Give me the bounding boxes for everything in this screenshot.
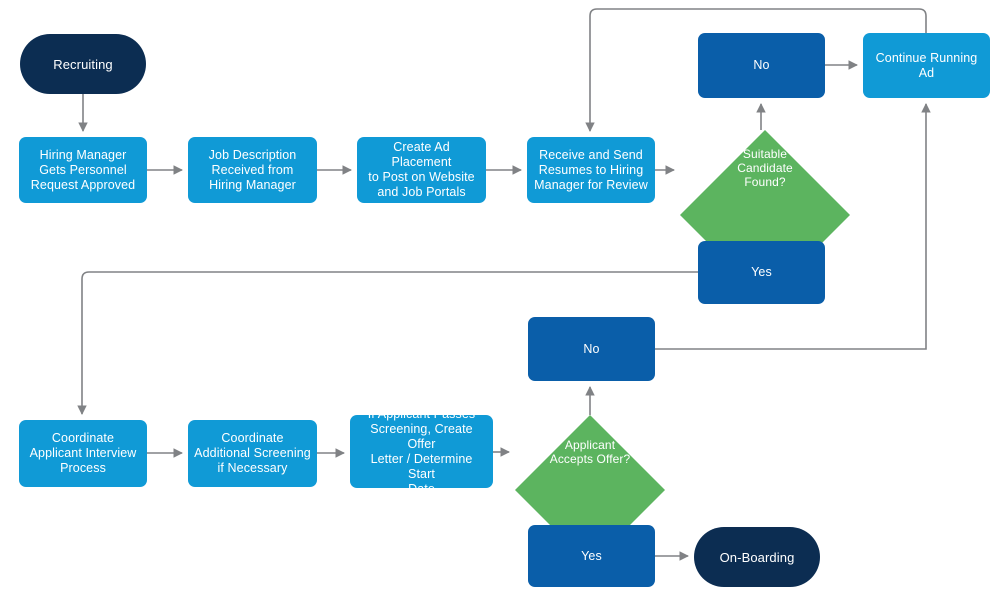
- node-continue-ad[interactable]: Continue Running Ad: [863, 33, 990, 98]
- node-suitable-decision[interactable]: Suitable Candidate Found?: [680, 130, 850, 300]
- node-label: On-Boarding: [719, 549, 795, 565]
- node-job-description[interactable]: Job Description Received from Hiring Man…: [188, 137, 317, 203]
- node-label: Hiring Manager Gets Personnel Request Ap…: [30, 147, 136, 192]
- node-label: Coordinate Applicant Interview Process: [29, 431, 137, 475]
- node-receive-resumes[interactable]: Receive and Send Resumes to Hiring Manag…: [527, 137, 655, 203]
- node-label: Applicant Accepts Offer?: [549, 438, 631, 466]
- node-create-ad[interactable]: Create Ad Placement to Post on Website a…: [357, 137, 486, 203]
- node-label: No: [753, 58, 770, 72]
- node-suitable-yes[interactable]: Yes: [698, 241, 825, 304]
- node-label: Create Ad Placement to Post on Website a…: [368, 140, 475, 199]
- node-on-boarding[interactable]: On-Boarding: [694, 527, 820, 587]
- node-label: Continue Running Ad: [875, 50, 978, 80]
- node-label: Receive and Send Resumes to Hiring Manag…: [534, 147, 648, 192]
- node-label: Yes: [581, 548, 602, 563]
- node-suitable-no[interactable]: No: [698, 33, 825, 98]
- node-label: Yes: [751, 265, 772, 279]
- node-accepts-decision[interactable]: Applicant Accepts Offer?: [515, 415, 665, 565]
- node-label: No: [583, 341, 600, 356]
- node-coordinate-interview[interactable]: Coordinate Applicant Interview Process: [19, 420, 147, 487]
- node-hiring-request[interactable]: Hiring Manager Gets Personnel Request Ap…: [19, 137, 147, 203]
- node-accepts-yes[interactable]: Yes: [528, 525, 655, 587]
- node-additional-screening[interactable]: Coordinate Additional Screening if Neces…: [188, 420, 317, 487]
- node-label: If Applicant Passes Screening, Create Of…: [367, 406, 476, 496]
- node-recruiting[interactable]: Recruiting: [20, 34, 146, 94]
- node-label: Coordinate Additional Screening if Neces…: [194, 431, 311, 475]
- node-accepts-no[interactable]: No: [528, 317, 655, 381]
- node-label: Job Description Received from Hiring Man…: [208, 147, 297, 192]
- node-offer-letter[interactable]: If Applicant Passes Screening, Create Of…: [350, 407, 493, 496]
- node-label: Recruiting: [53, 56, 113, 72]
- node-label: Suitable Candidate Found?: [737, 147, 793, 189]
